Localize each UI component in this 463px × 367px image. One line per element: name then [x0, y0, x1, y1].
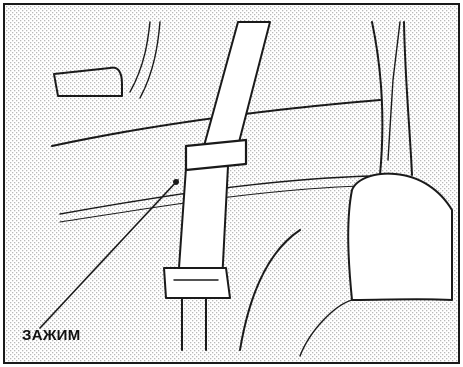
callout-label-clip: ЗАЖИМ [22, 327, 81, 344]
seat-cushion [348, 174, 452, 300]
belt-buckle [164, 268, 230, 298]
belt-clip [186, 140, 246, 170]
callout-pointer-dot [173, 179, 179, 185]
belt-strap-lower [178, 166, 228, 282]
